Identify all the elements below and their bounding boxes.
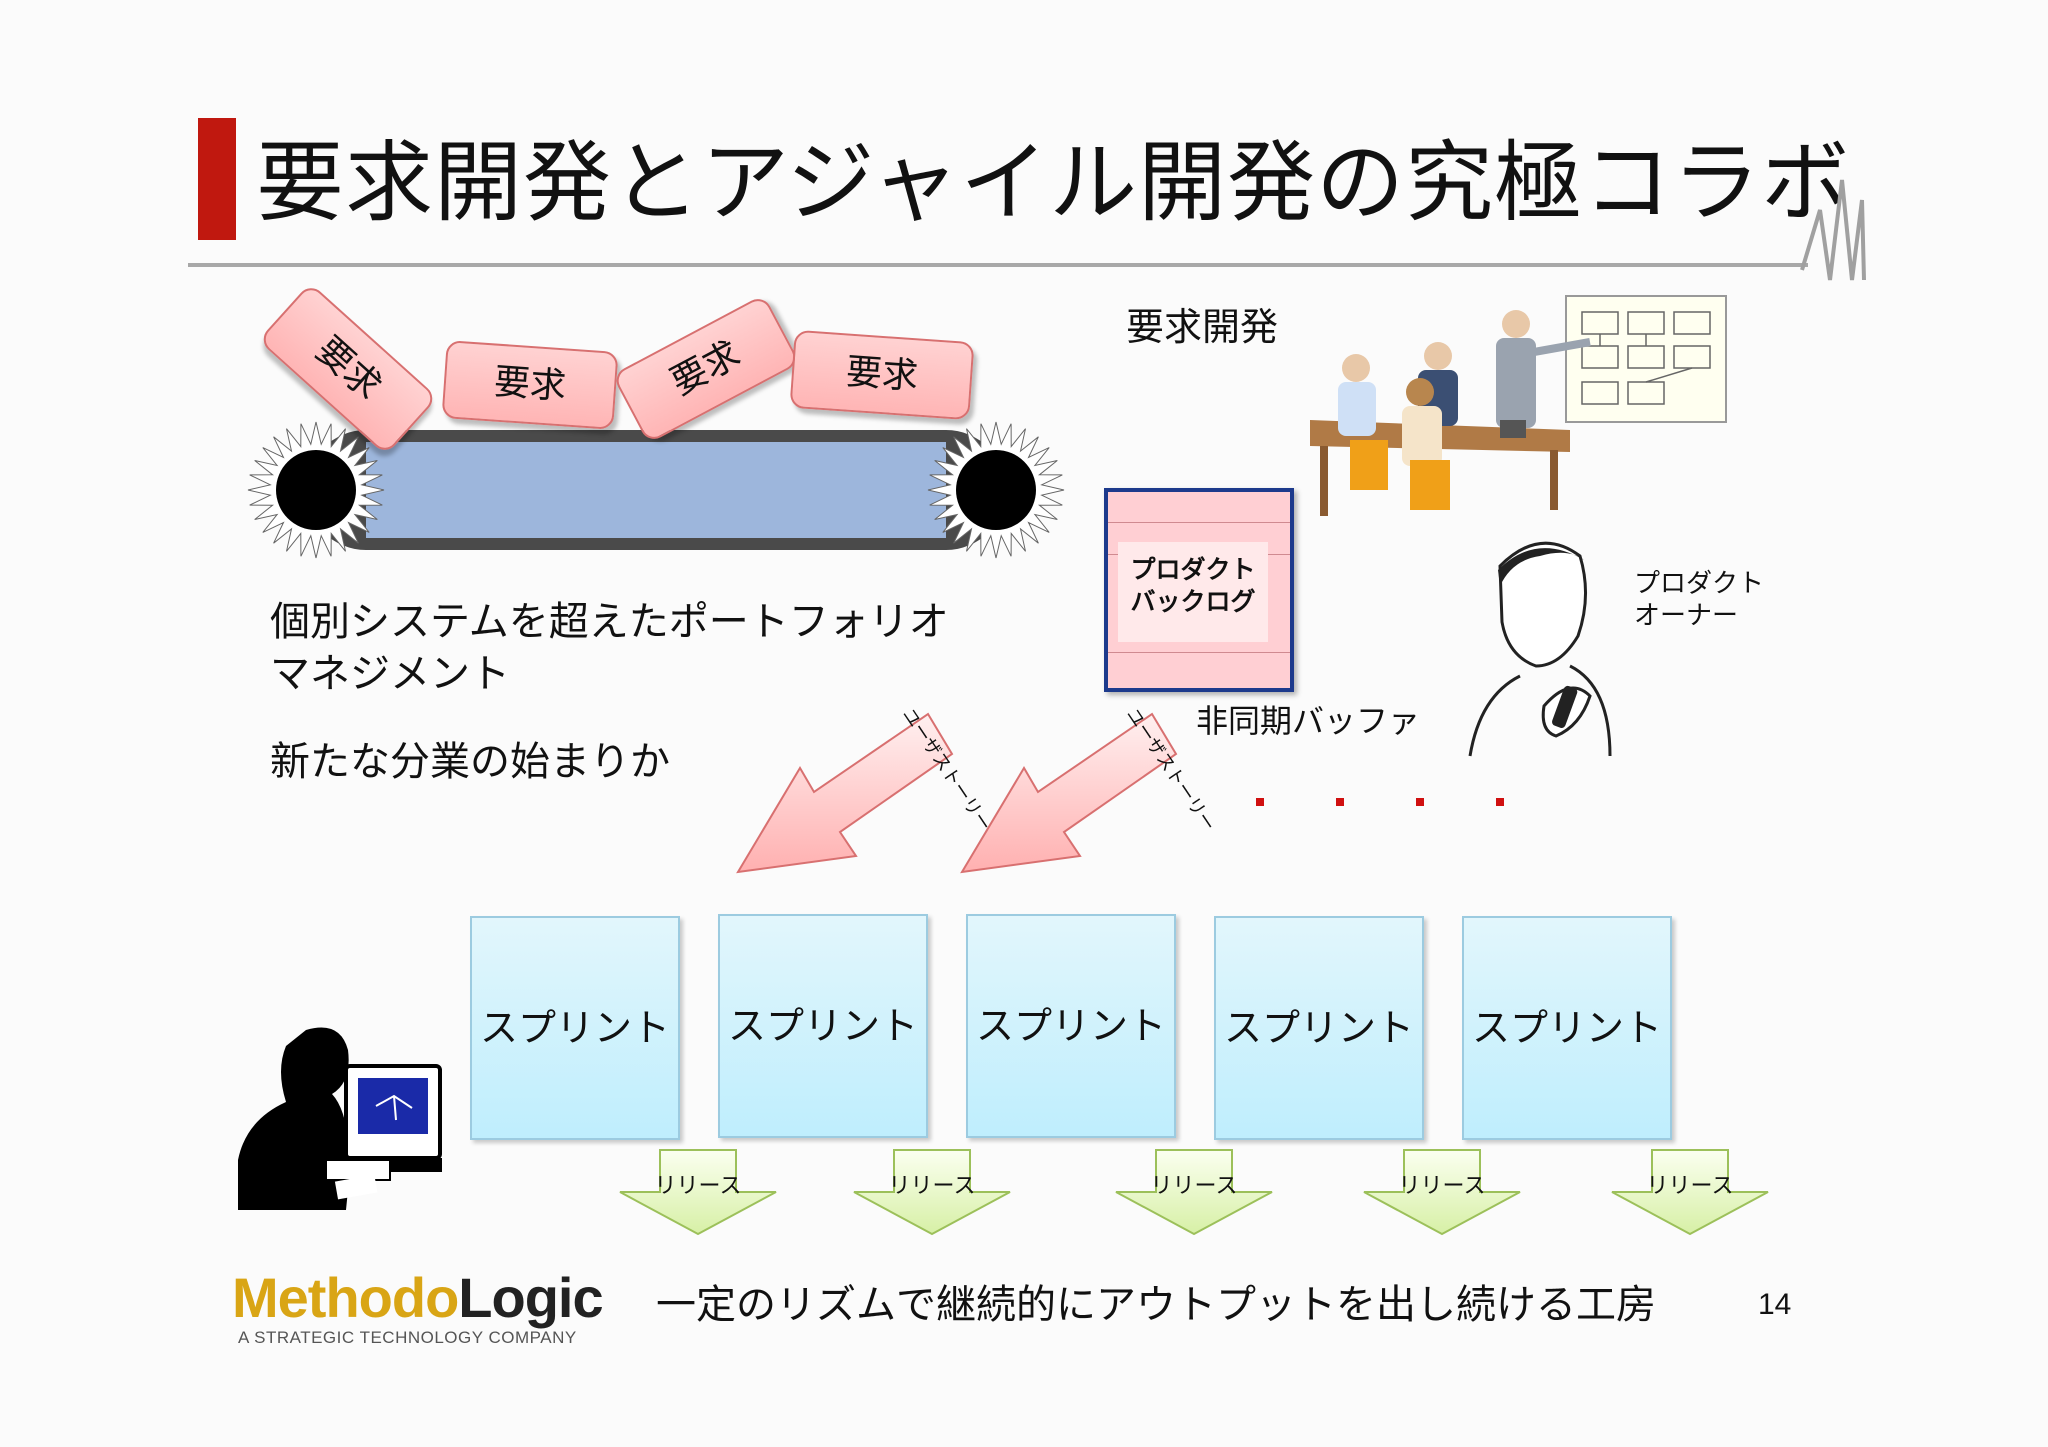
division-of-labor-text: 新たな分業の始まりか — [270, 739, 670, 785]
logo-tagline: A STRATEGIC TECHNOLOGY COMPANY — [238, 1328, 577, 1347]
meeting-illustration — [1310, 295, 1727, 516]
sprint-box: スプリント — [470, 916, 680, 1140]
gear-right-icon — [927, 421, 1065, 559]
portfolio-text-line2: マネジメント — [270, 651, 510, 697]
ellipsis-dot — [1416, 798, 1424, 806]
sprint-box: スプリント — [718, 914, 928, 1138]
title-rule — [188, 263, 1808, 267]
release-label: リリース — [1398, 1174, 1486, 1199]
ellipsis-dot — [1336, 798, 1344, 806]
owner-line2: オーナー — [1634, 601, 1739, 631]
zigzag-decoration — [1800, 179, 1866, 281]
workshop-text: 一定のリズムで継続的にアウトプットを出し続ける工房 — [656, 1282, 1656, 1328]
release-label: リリース — [1150, 1174, 1238, 1199]
user-story-arrows — [736, 712, 1178, 874]
product-owner-illustration — [1468, 541, 1612, 757]
release-label: リリース — [1646, 1174, 1734, 1199]
owner-line1: プロダクト — [1634, 569, 1765, 599]
product-backlog-label: プロダクト バックログ — [1118, 542, 1268, 642]
release-arrows — [619, 1149, 1769, 1236]
release-label: リリース — [888, 1174, 976, 1199]
req-dev-label: 要求開発 — [1126, 305, 1279, 349]
release-label: リリース — [654, 1174, 742, 1199]
product-owner-label: プロダクト オーナー — [1634, 568, 1764, 632]
ellipsis-dot — [1496, 798, 1504, 806]
developer-illustration — [238, 1027, 442, 1210]
backlog-line1: プロダクト — [1130, 555, 1256, 584]
conveyor-belt — [247, 421, 1065, 559]
async-buffer-label: 非同期バッファ — [1196, 702, 1421, 740]
slide-title: 要求開発とアジャイル開発の究極コラボ — [256, 131, 1851, 234]
sprint-box: スプリント — [966, 914, 1176, 1138]
ellipsis-dot — [1256, 798, 1264, 806]
sprint-box: スプリント — [1214, 916, 1424, 1140]
title-accent-bar — [198, 118, 236, 240]
requirement-card: 要求 — [789, 329, 975, 421]
logo-part1: Methodo — [232, 1266, 459, 1329]
requirement-card: 要求 — [441, 340, 619, 430]
page-number: 14 — [1758, 1288, 1792, 1321]
portfolio-text-line1: 個別システムを超えたポートフォリオ — [270, 599, 949, 645]
methodologic-logo: MethodoLogic — [232, 1265, 604, 1330]
gear-left-icon — [247, 421, 385, 559]
sprint-box: スプリント — [1462, 916, 1672, 1140]
backlog-line2: バックログ — [1130, 587, 1256, 616]
logo-part2: Logic — [458, 1266, 603, 1329]
